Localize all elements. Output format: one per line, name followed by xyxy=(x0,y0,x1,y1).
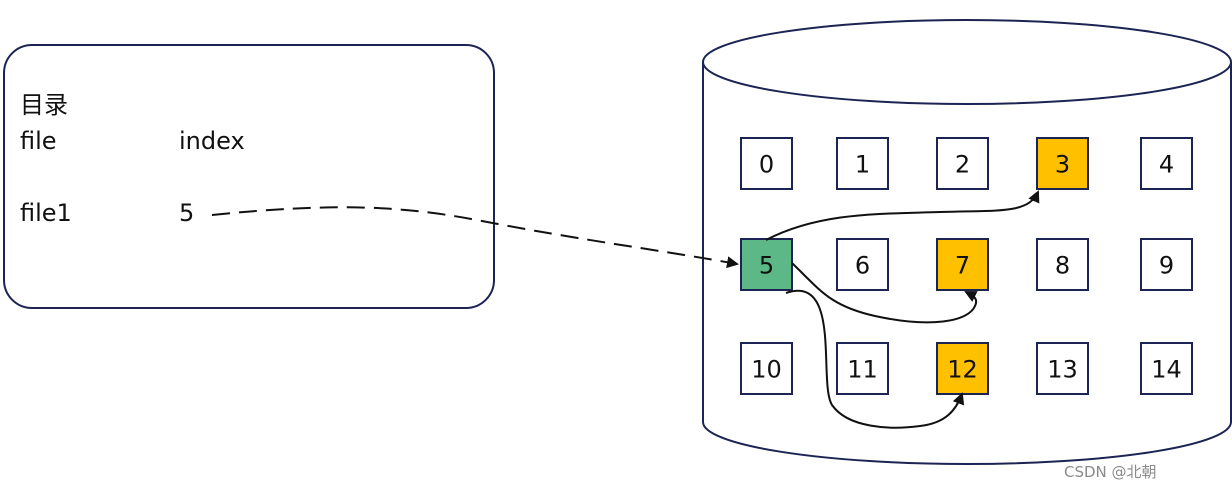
directory-row-index: 5 xyxy=(179,199,194,227)
disk-block-label: 0 xyxy=(759,151,774,179)
disk-block-rect xyxy=(1036,137,1089,190)
disk-block-rect xyxy=(1036,342,1089,395)
disk-top xyxy=(702,19,1232,105)
disk-block-label: 2 xyxy=(955,151,970,179)
disk-block-label: 8 xyxy=(1055,252,1070,280)
disk-block-rect xyxy=(936,238,989,291)
disk-block-rect xyxy=(1140,238,1193,291)
disk-block-1: 1 xyxy=(836,137,889,190)
disk-block-7: 7 xyxy=(936,238,989,291)
directory-box xyxy=(3,44,495,309)
disk-block-2: 2 xyxy=(936,137,989,190)
disk-block-5: 5 xyxy=(740,238,793,291)
disk-block-rect xyxy=(740,137,793,190)
directory-row-file: file1 xyxy=(20,199,72,227)
disk-block-rect xyxy=(936,137,989,190)
disk-block-rect xyxy=(740,238,793,291)
disk-block-label: 5 xyxy=(759,252,774,280)
disk-block-6: 6 xyxy=(836,238,889,291)
disk-block-8: 8 xyxy=(1036,238,1089,291)
disk-block-label: 10 xyxy=(751,356,782,384)
directory-pointer-arrow xyxy=(211,206,739,269)
disk-block-label: 12 xyxy=(947,356,978,384)
disk-block-label: 9 xyxy=(1159,252,1174,280)
disk-block-0: 0 xyxy=(740,137,793,190)
disk-block-label: 13 xyxy=(1047,356,1078,384)
chain-arrow-5-to-7 xyxy=(791,262,978,324)
disk-block-label: 4 xyxy=(1159,151,1174,179)
directory-col-index: index xyxy=(179,127,245,155)
disk-block-rect xyxy=(936,342,989,395)
disk-block-rect xyxy=(1140,342,1193,395)
disk-block-10: 10 xyxy=(740,342,793,395)
disk-block-3: 3 xyxy=(1036,137,1089,190)
disk-block-rect xyxy=(1140,137,1193,190)
disk-block-14: 14 xyxy=(1140,342,1193,395)
disk-block-rect xyxy=(836,137,889,190)
disk-block-label: 3 xyxy=(1055,151,1070,179)
disk-block-label: 7 xyxy=(955,252,970,280)
directory-title: 目录 xyxy=(20,91,68,119)
disk-block-rect xyxy=(1036,238,1089,291)
disk-block-rect xyxy=(740,342,793,395)
disk-block-9: 9 xyxy=(1140,238,1193,291)
directory-col-file: file xyxy=(20,127,57,155)
chain-arrow-5-to-12 xyxy=(785,289,965,429)
disk-block-12: 12 xyxy=(936,342,989,395)
disk-block-4: 4 xyxy=(1140,137,1193,190)
disk-block-rect xyxy=(836,238,889,291)
disk-block-label: 11 xyxy=(847,356,878,384)
disk-block-label: 6 xyxy=(855,252,870,280)
disk-block-label: 1 xyxy=(855,151,870,179)
disk-block-11: 11 xyxy=(836,342,889,395)
watermark: CSDN @北朝 xyxy=(1064,463,1157,481)
disk-block-rect xyxy=(836,342,889,395)
disk-block-13: 13 xyxy=(1036,342,1089,395)
disk-block-label: 14 xyxy=(1151,356,1182,384)
directory-panel: 目录 file index file1 5 xyxy=(3,44,495,309)
chain-arrow-5-to-3 xyxy=(765,190,1040,241)
